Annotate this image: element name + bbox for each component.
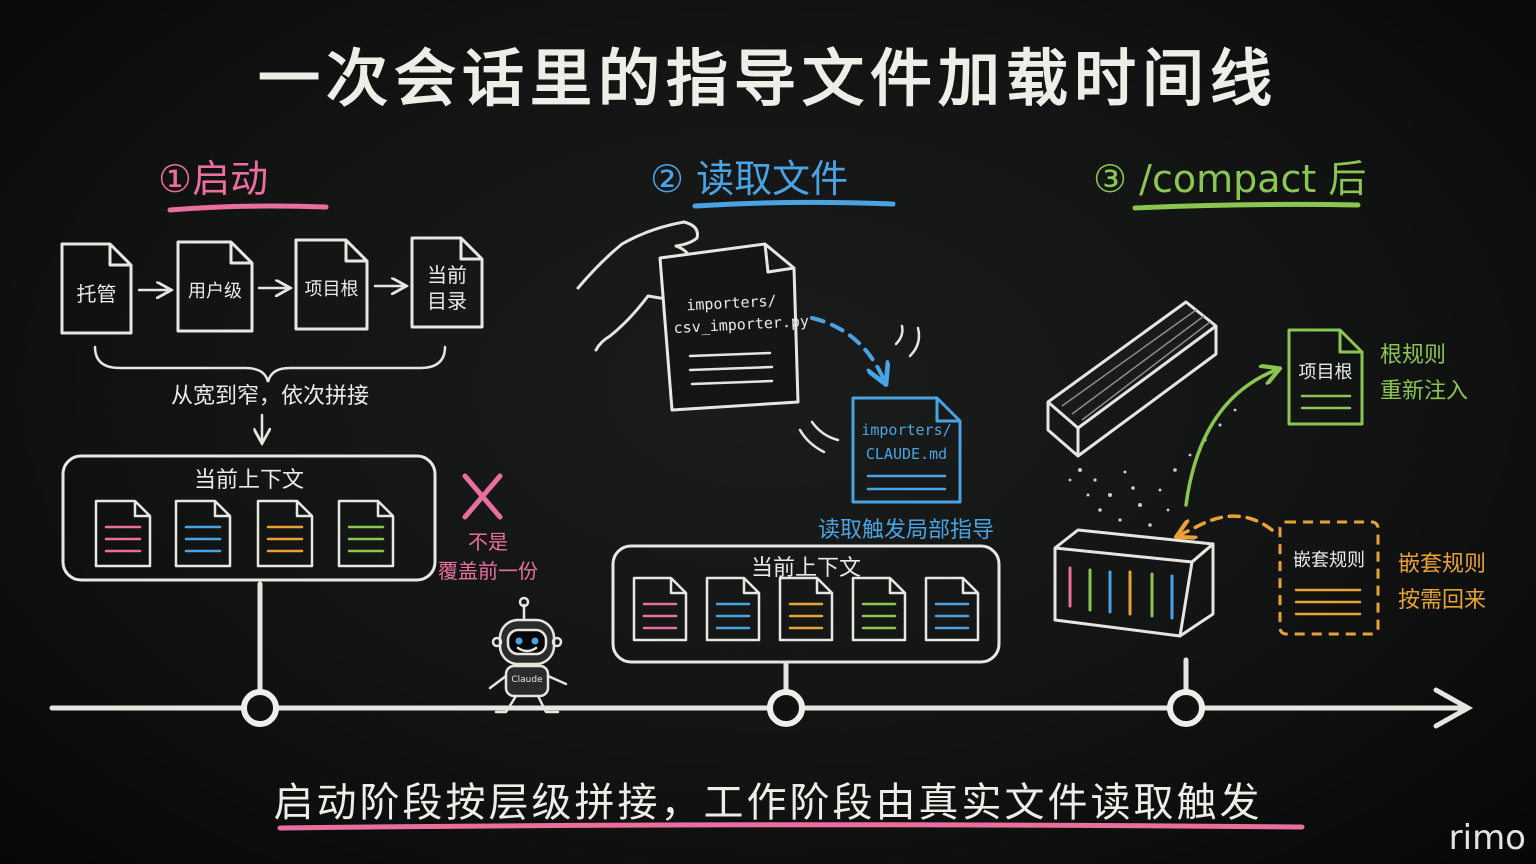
brace [93,345,447,383]
underline-section3 [1132,201,1361,211]
doc-root-shape [294,238,369,331]
doc-user-shape [176,240,254,333]
source-file-label: importers/ csv_importer.py [673,291,810,338]
arrow-blue-dashed [810,316,884,380]
root-reinject-note: 根规则 重新注入 [1380,343,1469,404]
nested-doc-label: 嵌套规则 [1293,550,1365,571]
nested-return-note: 嵌套规则 按需回来 [1398,552,1487,613]
context-box-2-shape [611,544,1001,664]
underline-section2 [692,199,896,209]
underline-section1 [167,203,329,213]
doc-user-label: 用户级 [188,281,242,302]
root-doc-label: 项目根 [1298,362,1353,383]
doc-managed-shape [60,242,133,335]
timeline-arrowhead [1433,687,1474,729]
doc-current-shape [410,236,484,329]
arrow-green-reinject [1184,370,1276,507]
timeline-node-1 [241,689,279,727]
robot-sketch [488,596,568,714]
bottom-caption: 启动阶段按层级拼接，工作阶段由真实文件读取触发 [273,780,1263,826]
merge-note: 从宽到窄，依次拼接 [170,384,369,409]
timeline-node-2 [767,689,805,727]
section1-heading: ①启动 [158,157,269,201]
doc-current-label: 当前 目录 [427,263,467,313]
context-label-2: 当前上下文 [750,556,861,581]
page-title: 一次会话里的指导文件加载时间线 [257,42,1278,115]
context-box-1-shape [61,454,437,582]
section2-heading: ② 读取文件 [650,157,849,201]
doc-managed-label: 托管 [76,282,117,306]
doc-root-green-shape [1287,328,1364,426]
section3-heading: ③ /compact 后 [1093,157,1367,201]
doc-claude-md-shape [851,396,962,504]
doc-root-label: 项目根 [304,279,359,300]
not-overwrite-note: 不是 覆盖前一份 [438,530,538,583]
robot-badge: Claude [511,675,543,685]
timeline-node-3 [1167,689,1205,727]
trigger-note: 读取触发局部指导 [817,518,994,543]
context-box-3d [1053,528,1215,638]
arrow-orange-dashed [1180,514,1274,535]
watermark: rimo [1448,818,1526,858]
caption-underline [277,822,1305,831]
nested-rule-box-shape [1278,520,1380,636]
context-label-1: 当前上下文 [193,468,304,493]
claude-md-label: importers/ CLAUDE.md [861,421,952,463]
cross-mark [462,473,503,520]
eraser-sketch [1046,300,1218,458]
